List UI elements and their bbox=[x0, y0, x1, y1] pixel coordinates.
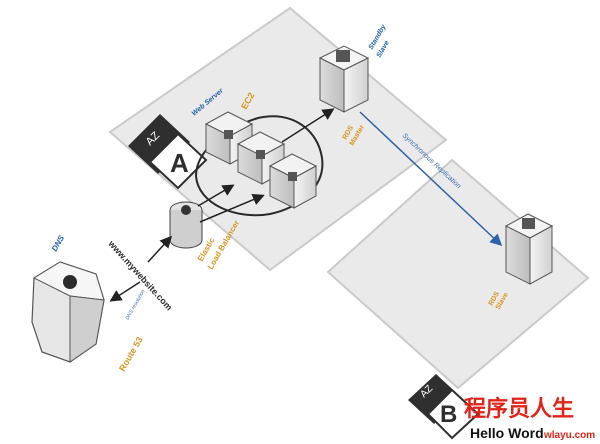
ec2-instance-3 bbox=[268, 153, 318, 209]
route53-dns bbox=[31, 261, 105, 363]
rds-master-db bbox=[318, 45, 370, 113]
ec2-chip-icon bbox=[224, 130, 233, 139]
az-a-badge: AZ A bbox=[128, 114, 208, 190]
elastic-load-balancer bbox=[169, 201, 203, 249]
route53-logo-icon bbox=[63, 275, 77, 289]
request-arrow bbox=[147, 235, 173, 263]
ec2-chip-icon bbox=[256, 150, 265, 159]
database-icon bbox=[522, 218, 535, 229]
watermark: 程序员人生 Hello Word wlayu.com bbox=[464, 396, 595, 441]
load-balancer-icon bbox=[181, 205, 191, 215]
az-a-big-label: A bbox=[170, 148, 189, 178]
elb-to-server-arrow-1 bbox=[197, 184, 235, 207]
dns-resolution-label: DNS resolution bbox=[125, 289, 147, 321]
ec2-instance-2 bbox=[236, 131, 286, 185]
app-to-db-arrow bbox=[281, 108, 335, 143]
ec2-chip-icon bbox=[288, 172, 297, 181]
watermark-url: wlayu.com bbox=[543, 430, 595, 441]
database-icon bbox=[336, 50, 350, 62]
replication-arrow bbox=[359, 111, 503, 247]
dns-label: DNS bbox=[50, 233, 67, 253]
route53-label: Route 53 bbox=[117, 335, 145, 373]
rds-slave-db bbox=[504, 213, 554, 285]
az-b-big-label: B bbox=[440, 401, 457, 428]
watermark-english: Hello Word bbox=[470, 425, 544, 441]
watermark-chinese: 程序员人生 bbox=[464, 396, 574, 421]
az-b-badge: AZ B bbox=[408, 374, 480, 440]
elb-to-server-arrow-2 bbox=[199, 193, 265, 223]
dns-resolution-arrow bbox=[109, 281, 141, 302]
